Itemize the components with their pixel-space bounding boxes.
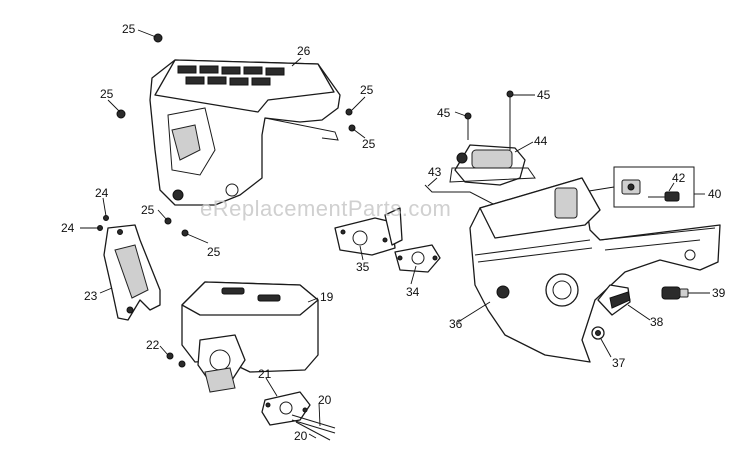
part-38-knob <box>597 284 631 316</box>
callout-40: 40 <box>708 187 722 201</box>
part-26-engine-shroud <box>149 59 341 206</box>
callout-34: 34 <box>406 285 420 299</box>
callout-36: 36 <box>449 317 463 331</box>
part-42-fasteners <box>621 179 680 202</box>
callout-21: 21 <box>258 367 272 381</box>
part-45-bolts <box>464 90 514 150</box>
part-23-bracket <box>103 224 161 321</box>
callout-labels: 25 26 25 25 25 25 25 24 24 23 19 22 21 2… <box>61 22 726 443</box>
callout-20: 20 <box>294 429 308 443</box>
callout-22: 22 <box>146 338 160 352</box>
callout-25: 25 <box>100 87 114 101</box>
callout-25: 25 <box>207 245 221 259</box>
watermark-text: eReplacementParts.com <box>200 196 451 221</box>
callout-42: 42 <box>672 171 686 185</box>
part-44-valve-assembly <box>449 144 536 186</box>
part-39-plug <box>661 286 689 300</box>
callout-25: 25 <box>362 137 376 151</box>
callout-44: 44 <box>534 134 548 148</box>
callout-38: 38 <box>650 315 664 329</box>
part-35-mounting-plate <box>334 207 403 256</box>
callout-25: 25 <box>122 22 136 36</box>
callout-24: 24 <box>61 221 75 235</box>
part-20-studs <box>291 414 336 441</box>
callout-37: 37 <box>612 356 626 370</box>
leader-lines <box>80 29 710 439</box>
shroud-vent-grille <box>177 65 285 86</box>
callout-39: 39 <box>712 286 726 300</box>
part-19-muffler <box>181 281 319 393</box>
callout-23: 23 <box>84 289 98 303</box>
fastener-icons <box>97 33 356 368</box>
part-21-gasket <box>261 391 311 426</box>
part-36-blower-housing <box>469 177 721 363</box>
part-37-nut <box>591 326 605 340</box>
callout-20: 20 <box>318 393 332 407</box>
callout-26: 26 <box>297 44 311 58</box>
callout-35: 35 <box>356 260 370 274</box>
callout-19: 19 <box>320 290 334 304</box>
callout-45: 45 <box>537 88 551 102</box>
part-34-gasket <box>394 244 441 273</box>
callout-43: 43 <box>428 165 442 179</box>
callout-24: 24 <box>95 186 109 200</box>
callout-25: 25 <box>360 83 374 97</box>
callout-45: 45 <box>437 106 451 120</box>
callout-25: 25 <box>141 203 155 217</box>
